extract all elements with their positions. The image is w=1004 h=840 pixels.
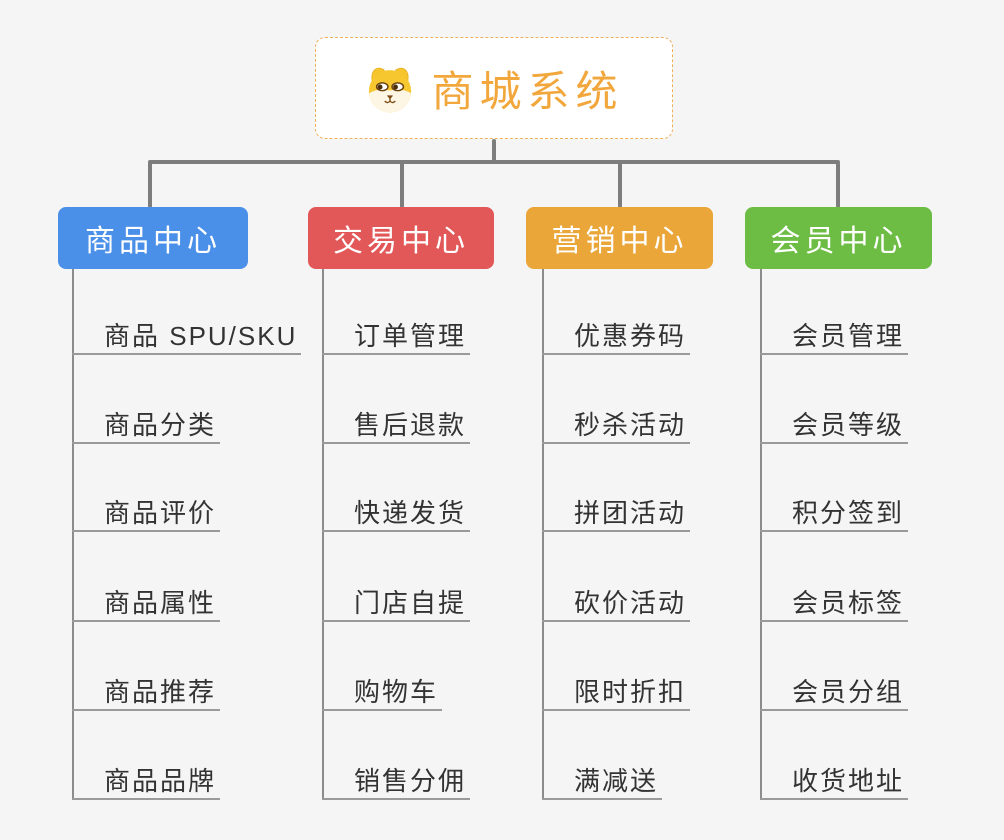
child-node-full-reduction[interactable]: 满减送 — [542, 764, 663, 800]
child-node-product-review[interactable]: 商品评价 — [72, 496, 221, 532]
connector-drop-trade — [400, 162, 404, 208]
branch-label: 交易中心 — [333, 225, 469, 258]
child-node-group-buy[interactable]: 拼团活动 — [542, 496, 691, 532]
child-node-product-attribute[interactable]: 商品属性 — [72, 586, 221, 622]
child-node-shopping-cart[interactable]: 购物车 — [322, 675, 443, 711]
child-node-product-brand[interactable]: 商品品牌 — [72, 764, 221, 800]
child-node-points-checkin[interactable]: 积分签到 — [760, 496, 909, 532]
child-node-product-spu-sku[interactable]: 商品 SPU/SKU — [72, 319, 302, 355]
child-node-product-recommend[interactable]: 商品推荐 — [72, 675, 221, 711]
connector-drop-product — [148, 162, 152, 208]
branch-label: 会员中心 — [770, 225, 907, 258]
connector-drop-member — [836, 162, 840, 208]
connector-drop-marketing — [618, 162, 622, 208]
dog-face-icon — [369, 67, 412, 113]
child-node-member-tag[interactable]: 会员标签 — [760, 586, 909, 622]
child-node-member-level[interactable]: 会员等级 — [760, 408, 909, 444]
child-node-limited-time-discount[interactable]: 限时折扣 — [542, 675, 691, 711]
trunk-product-center — [72, 269, 74, 800]
connector-horizontal — [148, 160, 840, 164]
child-node-sales-commission[interactable]: 销售分佣 — [322, 764, 471, 800]
branch-label: 营销中心 — [551, 225, 688, 258]
child-node-member-management[interactable]: 会员管理 — [760, 319, 909, 355]
child-node-shipping-address[interactable]: 收货地址 — [760, 764, 909, 800]
trunk-marketing-center — [542, 269, 544, 800]
branch-node-trade-center[interactable]: 交易中心 — [308, 207, 494, 269]
trunk-trade-center — [322, 269, 324, 800]
branch-node-product-center[interactable]: 商品中心 — [58, 207, 248, 269]
child-node-express-delivery[interactable]: 快递发货 — [322, 496, 471, 532]
root-node[interactable]: 商城系统 — [315, 37, 673, 139]
branch-label: 商品中心 — [85, 225, 221, 258]
child-node-bargain-activity[interactable]: 砍价活动 — [542, 586, 691, 622]
child-node-member-group[interactable]: 会员分组 — [760, 675, 909, 711]
child-node-store-pickup[interactable]: 门店自提 — [322, 586, 471, 622]
branch-node-marketing-center[interactable]: 营销中心 — [526, 207, 713, 269]
root-title: 商城系统 — [431, 67, 624, 115]
child-node-product-category[interactable]: 商品分类 — [72, 408, 221, 444]
child-node-flash-sale[interactable]: 秒杀活动 — [542, 408, 691, 444]
trunk-member-center — [760, 269, 762, 800]
connector-root-stem — [492, 139, 496, 163]
child-node-aftersale-refund[interactable]: 售后退款 — [322, 408, 471, 444]
branch-node-member-center[interactable]: 会员中心 — [745, 207, 932, 269]
child-node-coupon-code[interactable]: 优惠券码 — [542, 319, 691, 355]
child-node-order-management[interactable]: 订单管理 — [322, 319, 471, 355]
